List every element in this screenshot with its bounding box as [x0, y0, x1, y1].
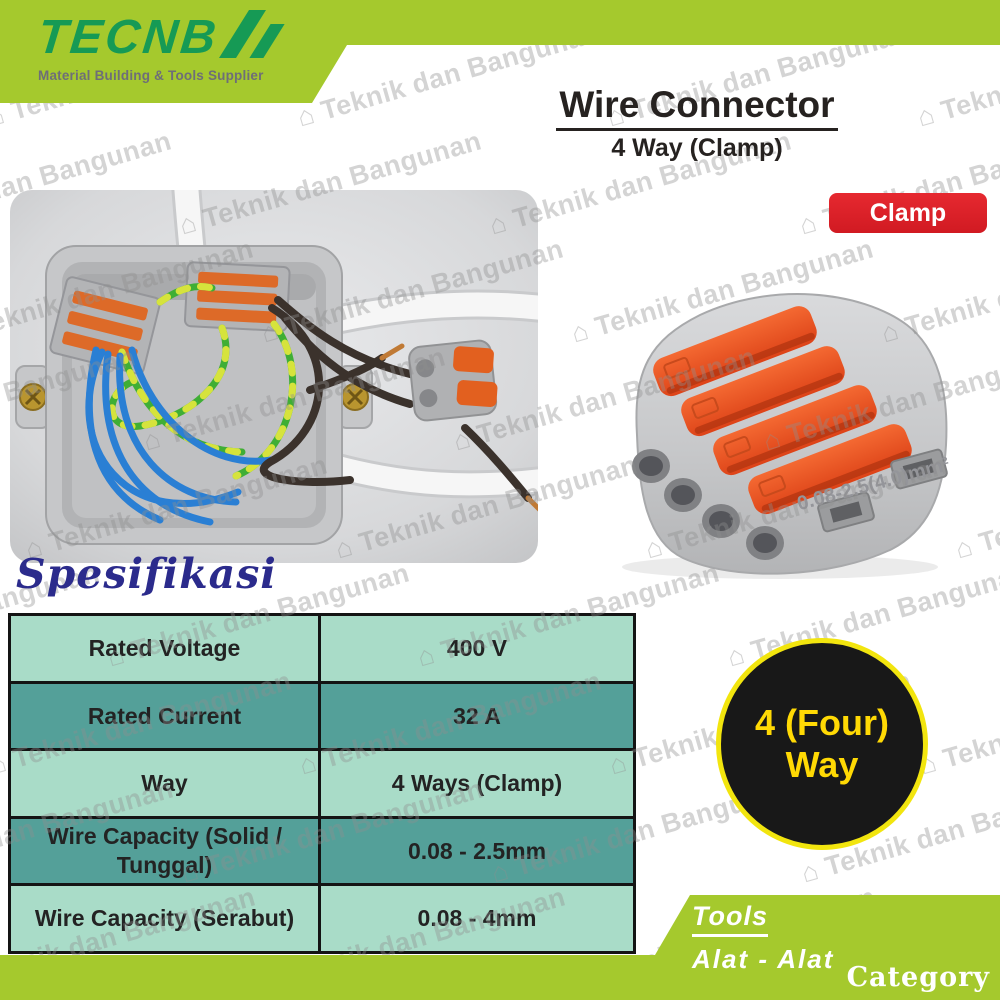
- junction-box-photo: [10, 190, 538, 563]
- spec-row: Wire Capacity (Serabut) 0.08 - 4mm: [11, 883, 633, 951]
- spec-row: Rated Voltage 400 V: [11, 616, 633, 681]
- spec-value-cell: 400 V: [446, 634, 508, 661]
- brand-name: TECNB: [35, 11, 222, 64]
- connector-photo: 0.08-2.5(4.0)mm²: [575, 240, 970, 590]
- clamp-type-badge-label: Clamp: [869, 198, 947, 227]
- watermark-text: ⌂ Teknik dan Bangunan: [915, 665, 1000, 781]
- spec-label-cell: Rated Current: [11, 683, 321, 749]
- way-sticker-line2: Way: [785, 744, 859, 785]
- category-block: Tools Alat - Alat: [692, 901, 834, 975]
- category-corner-label: Category: [846, 962, 990, 993]
- spec-value-cell: 4 Ways (Clamp): [391, 770, 563, 797]
- spec-value-cell: 0.08 - 4mm: [417, 905, 537, 932]
- way-sticker-line1: 4 (Four): [755, 702, 889, 743]
- way-count-sticker: 4 (Four) Way: [716, 638, 928, 850]
- spec-row: Wire Capacity (Solid / Tunggal) 0.08 - 2…: [11, 815, 633, 884]
- page-title: Wire Connector: [556, 85, 838, 131]
- page-subtitle: 4 Way (Clamp): [611, 133, 783, 162]
- spec-row: Way 4 Ways (Clamp): [11, 748, 633, 816]
- spec-table: Rated Voltage 400 V Rated Current 32 A W…: [8, 613, 636, 954]
- spec-value-cell: 0.08 - 2.5mm: [407, 837, 547, 864]
- spec-label-cell: Rated Voltage: [11, 616, 321, 681]
- category-banner: [0, 895, 1000, 1000]
- brand-logo: TECNB Material Building & Tools Supplier: [35, 10, 285, 83]
- category-subtitle: Alat - Alat: [692, 944, 835, 974]
- category-title: Tools: [692, 901, 768, 937]
- brand-tagline: Material Building & Tools Supplier: [38, 68, 264, 83]
- spec-label-cell: Wire Capacity (Solid / Tunggal): [11, 818, 321, 884]
- spec-row: Rated Current 32 A: [11, 680, 633, 749]
- spec-heading: Spesifikasi: [16, 550, 277, 598]
- spec-label-cell: Wire Capacity (Serabut): [11, 886, 321, 951]
- title-block: Wire Connector 4 Way (Clamp): [532, 85, 862, 163]
- spec-label-cell: Way: [11, 751, 321, 816]
- spec-value-cell: 32 A: [453, 702, 501, 729]
- clamp-type-badge: Clamp: [829, 193, 987, 233]
